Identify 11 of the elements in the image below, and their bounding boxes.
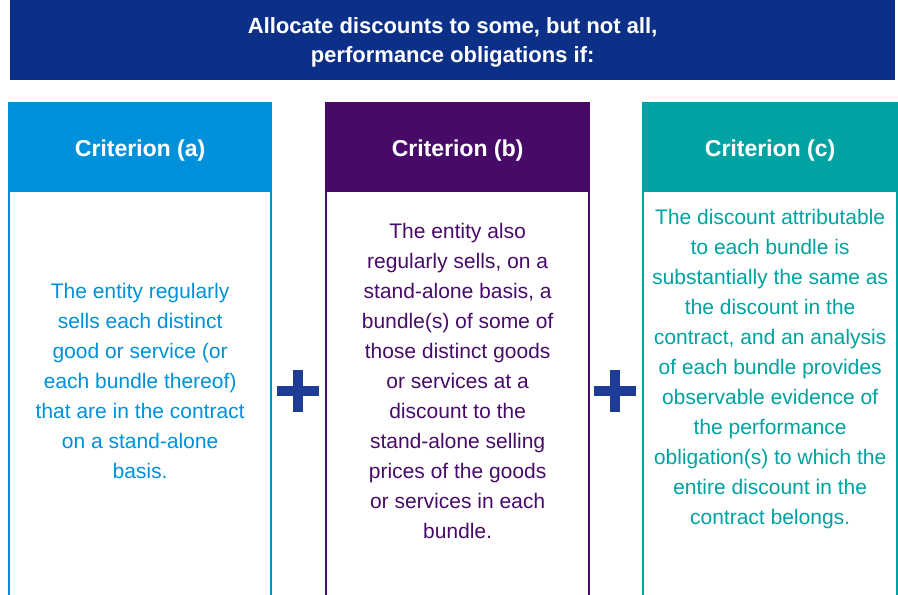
criterion-description: The discount attributable to each bundle is substantially the same as the discount in the contract, and an analysis of each bundle provides observable evidence of the performance obligation(s) to which the entire discount in the contract belongs.	[651, 205, 889, 531]
criterion-column	[642, 102, 898, 595]
criterion-title: Criterion (c)	[704, 134, 836, 162]
criterion-title: Criterion (a)	[74, 134, 206, 162]
criterion-column	[8, 102, 272, 595]
header-banner	[10, 0, 895, 80]
criterion-column	[325, 102, 590, 595]
criterion-description: The entity regularly sells each distinct good or service (or each bundle thereof) that are in the contract on a stand-alone basis.	[35, 279, 245, 485]
header-text: Allocate discounts to some, but not all, performance obligations if:	[246, 12, 658, 69]
criterion-description: The entity also regularly sells, on a stand-alone basis, a bundle(s) of some of those distinct goods or services at a discount to the stand-alone selling prices of the goods or services in each bundle.	[360, 219, 554, 545]
criterion-title: Criterion (b)	[392, 134, 524, 162]
